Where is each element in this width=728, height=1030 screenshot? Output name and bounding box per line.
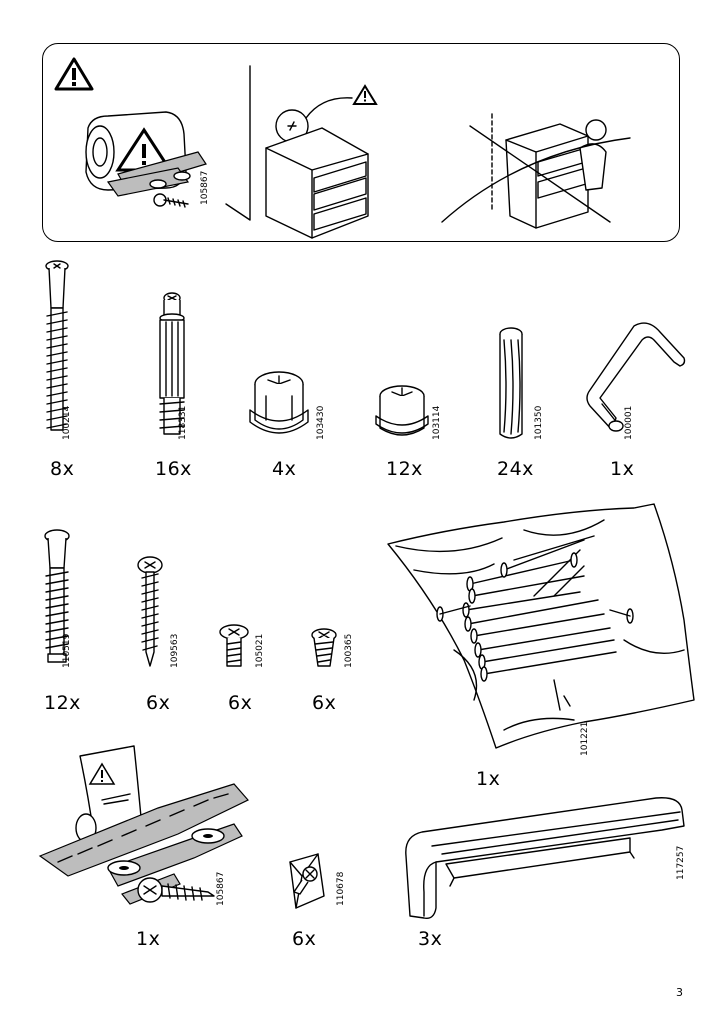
part-code-103114: 103114 [432,405,442,440]
wooden-dowel-101350 [499,327,523,439]
wood-screw-109563 [137,556,163,667]
part-qty-103114: 12x [386,458,423,480]
part-qty-100365: 6x [312,692,337,714]
part-code-101221: 101221 [580,721,590,756]
part-code-100365: 100365 [344,633,354,668]
part-code-100001: 100001 [624,405,634,440]
part-code-101350: 101350 [534,405,544,440]
nail-bag-101221 [387,503,695,749]
cam-dowel-118331 [159,292,185,435]
drawer-handle-117257 [405,797,685,919]
part-qty-109563: 6x [146,692,171,714]
part-code-109563: 109563 [170,633,180,668]
euro-screw-100365 [311,628,337,667]
panel-divider [225,65,251,221]
part-code-118331: 118331 [178,405,188,440]
anti-tip-kit-105867 [38,745,249,905]
warning-triangle-icon [54,57,94,91]
part-qty-105021: 6x [228,692,253,714]
safety-kit-code: 105867 [200,170,210,205]
tipping-hazard-illustration [441,113,631,229]
part-qty-110519: 12x [44,692,81,714]
part-qty-117257: 3x [418,928,443,950]
warning-triangle-icon [352,84,378,105]
allen-key-100001 [586,322,686,432]
part-code-110519: 110519 [62,633,72,668]
part-qty-100214: 8x [50,458,75,480]
part-code-117257: 117257 [676,845,686,880]
corner-bracket-110678 [289,853,325,909]
part-code-110678: 110678 [336,871,346,906]
expansion-screw-110519 [44,529,70,663]
part-qty-103430: 4x [272,458,297,480]
safety-kit-illustration [85,111,207,208]
machine-screw-105021 [219,624,249,667]
page-number: 3 [676,986,683,999]
part-qty-105867: 1x [136,928,161,950]
safety-warning-panel [42,43,680,242]
part-qty-101350: 24x [497,458,534,480]
cam-lock-nut-103430 [249,371,309,434]
part-code-100214: 100214 [62,405,72,440]
part-qty-101221: 1x [476,768,501,790]
dresser-wall-fixing-illustration [265,97,369,239]
part-code-103430: 103430 [316,405,326,440]
part-qty-100001: 1x [610,458,635,480]
long-screw-100214 [45,260,69,431]
part-code-105867: 105867 [216,871,226,906]
part-qty-118331: 16x [155,458,192,480]
cam-lock-nut-103114 [375,385,429,436]
part-qty-110678: 6x [292,928,317,950]
part-code-105021: 105021 [255,633,265,668]
